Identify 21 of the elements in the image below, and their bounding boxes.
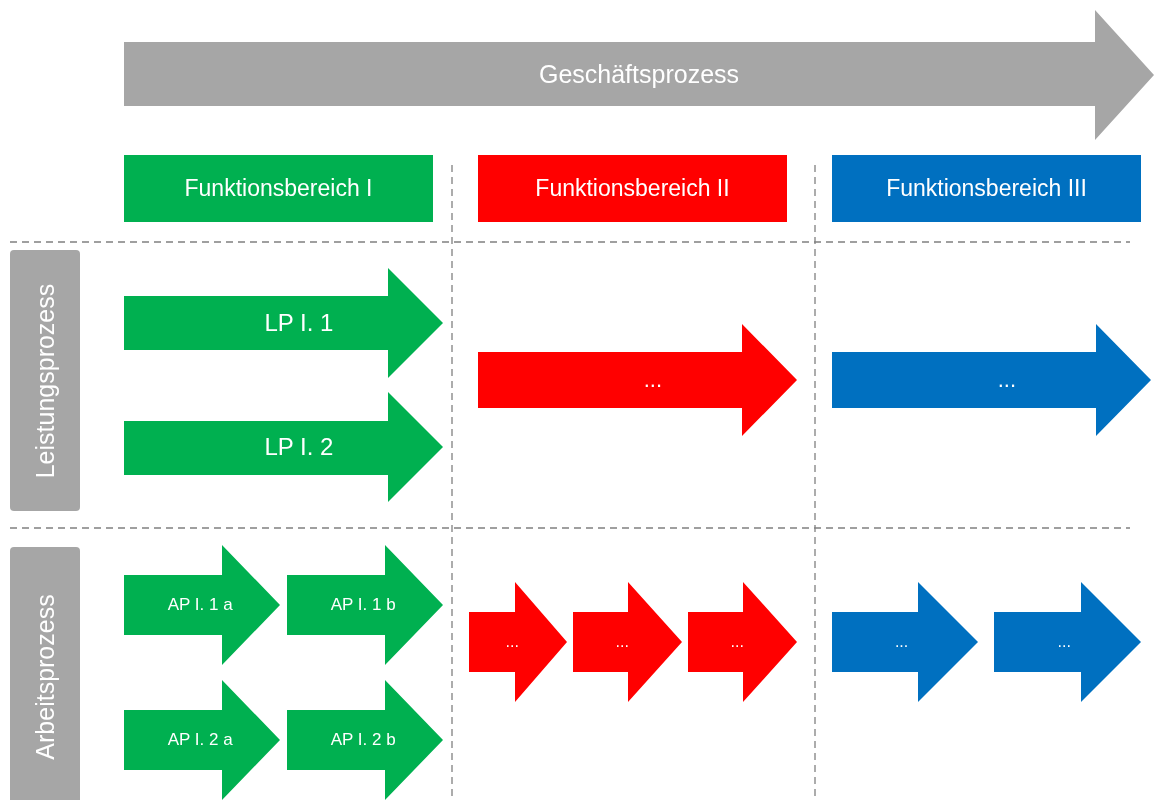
area-header: Funktionsbereich III — [832, 155, 1141, 222]
area-header: Funktionsbereich I — [124, 155, 433, 222]
arrow-label: LP I. 1 — [264, 309, 334, 337]
arrow-label: ... — [997, 367, 1017, 393]
row-band — [10, 547, 80, 800]
band-label: Arbeitsprozess — [30, 594, 60, 760]
arrow-label: AP I. 1 b — [330, 595, 396, 615]
arrow-label: ... — [643, 367, 663, 393]
arrow-label: AP I. 2 b — [330, 730, 396, 750]
arrow-label: LP I. 2 — [264, 433, 334, 461]
arrow-label: ... — [1057, 633, 1071, 651]
band-label: Leistungsprozess — [30, 283, 60, 478]
arrow-label: ... — [894, 633, 909, 651]
area-header: Funktionsbereich II — [478, 155, 787, 222]
arrow-label: ... — [505, 633, 519, 651]
arrow-label: AP I. 2 a — [167, 730, 233, 750]
arrow-label: AP I. 1 a — [167, 595, 233, 615]
arrow-label: ... — [615, 633, 629, 651]
arrow-label: Geschäftsprozess — [538, 61, 740, 89]
arrow-label: ... — [730, 633, 744, 651]
row-band — [10, 250, 80, 511]
